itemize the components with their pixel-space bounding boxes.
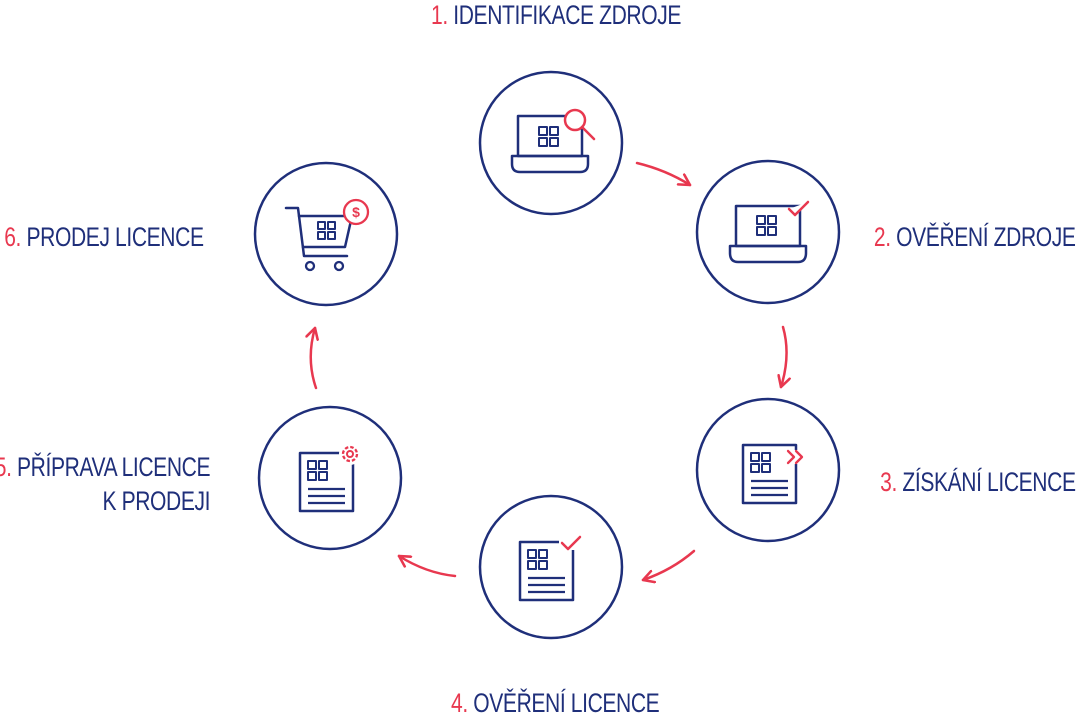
step-5-node: [257, 405, 403, 551]
svg-text:$: $: [352, 204, 360, 220]
arrow-5-to-6: [311, 328, 316, 390]
step-3-node: [695, 397, 841, 543]
step-3-label: 3. ZÍSKÁNÍ LICENCE: [881, 465, 1076, 499]
step-6-number: 6.: [4, 222, 22, 252]
step-2-number: 2.: [874, 222, 892, 252]
step-2-label: 2. OVĚŘENÍ ZDROJE: [874, 220, 1076, 254]
step-4-number: 4.: [451, 688, 468, 718]
step-3-number: 3.: [880, 467, 898, 497]
document-check-icon: [518, 534, 583, 602]
step-5-label: 5. PŘÍPRAVA LICENCE K PRODEJI: [0, 450, 210, 518]
step-6-title: PRODEJ LICENCE: [26, 222, 205, 252]
step-2-title: OVĚŘENÍ ZDROJE: [896, 222, 1076, 252]
laptop-check-icon: [728, 200, 810, 264]
step-1-title: IDENTIFIKACE ZDROJE: [453, 0, 682, 30]
step-1-node: [478, 70, 624, 216]
step-5-number: 5.: [0, 452, 12, 482]
arrow-2-to-3: [781, 325, 787, 387]
shopping-cart-dollar-icon: $: [284, 198, 370, 272]
arrow-1-to-2: [635, 161, 690, 185]
document-gear-icon: [298, 443, 361, 513]
arrow-4-to-5: [399, 556, 457, 578]
step-6-label: 6. PRODEJ LICENCE: [4, 220, 205, 254]
step-1-label: 1. IDENTIFIKACE ZDROJE: [431, 0, 681, 32]
step-4-node: [478, 494, 624, 640]
step-2-node: [695, 159, 841, 305]
laptop-search-icon: [510, 108, 596, 174]
arrow-3-to-4: [643, 549, 696, 580]
step-5-title-line2: K PRODEJI: [102, 486, 210, 516]
document-forward-icon: [741, 443, 806, 505]
step-6-node: $: [253, 161, 399, 307]
step-1-number: 1.: [431, 0, 448, 30]
step-4-title: OVĚŘENÍ LICENCE: [473, 688, 660, 718]
step-4-label: 4. OVĚŘENÍ LICENCE: [451, 686, 660, 720]
step-5-title: PŘÍPRAVA LICENCE: [16, 452, 211, 482]
step-3-title: ZÍSKÁNÍ LICENCE: [902, 467, 1076, 497]
